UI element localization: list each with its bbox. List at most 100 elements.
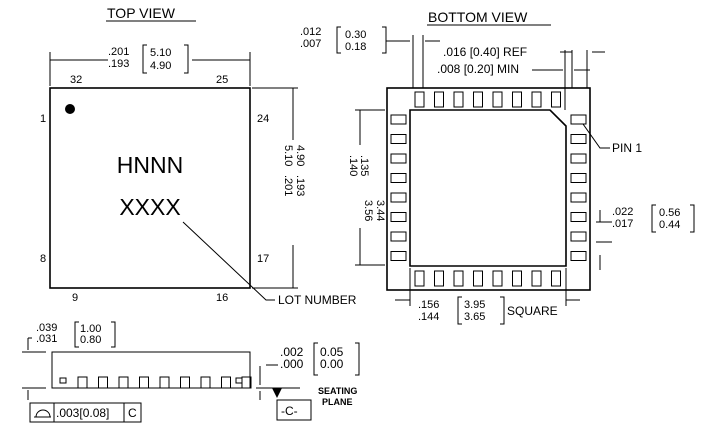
dim-text: .000: [280, 357, 304, 371]
dim-text: 3.56: [362, 200, 374, 221]
pin1-dot: [65, 104, 75, 114]
dim-text: .007: [300, 38, 321, 50]
dim-text: .156: [418, 299, 439, 311]
pad: [59, 377, 67, 384]
pad: [570, 114, 587, 125]
bottom-view-title: BOTTOM VIEW: [428, 9, 528, 25]
pad: [390, 134, 407, 144]
tolerance-value: .003[0.08]: [56, 406, 109, 420]
pad: [414, 91, 425, 108]
dim-text: 0.80: [80, 334, 101, 346]
pad: [570, 153, 587, 164]
pad: [159, 376, 170, 389]
dim-text: 4.90: [150, 60, 171, 72]
dim-text: .193: [108, 58, 129, 70]
top-view-title: TOP VIEW: [107, 5, 176, 21]
pad: [390, 192, 407, 203]
tolerance-frame: [29, 402, 142, 423]
dim-text: 4.90: [294, 145, 306, 166]
dim-text: .193: [294, 175, 306, 196]
dim-text: .022: [612, 206, 633, 218]
dim-text: 0.30: [345, 29, 366, 41]
dim-text: 1.00: [80, 323, 101, 335]
marking-line2: XXXX: [119, 194, 180, 220]
dim-text: 3.95: [464, 299, 485, 311]
dim-text: 0.00: [320, 357, 344, 371]
pad: [570, 192, 587, 203]
pad: [221, 376, 231, 389]
pad: [390, 153, 407, 164]
dim-text: .039: [36, 322, 57, 334]
pin-label: 17: [257, 253, 269, 265]
pad: [551, 270, 561, 287]
pad: [390, 173, 407, 183]
dim-text: .012: [300, 26, 321, 38]
seating-plane-label: SEATING: [318, 386, 357, 396]
marking-line1: HNNN: [117, 152, 183, 178]
pin-label: 1: [40, 113, 46, 125]
dim-text: 0.05: [320, 345, 344, 359]
pad: [492, 270, 503, 287]
pad: [492, 91, 503, 108]
pad: [570, 134, 587, 144]
seating-plane-label: PLANE: [322, 397, 353, 407]
pad: [531, 270, 542, 287]
pad: [180, 376, 190, 389]
pad: [118, 376, 129, 389]
dim-text: .140: [347, 155, 359, 176]
bottom-view: BOTTOM VIEW .012 .007 0.30 0.18 .016 [0.…: [300, 9, 695, 325]
pad: [570, 212, 587, 222]
pin-label: 16: [216, 292, 228, 304]
pad: [473, 270, 483, 287]
pad: [434, 91, 444, 108]
pin-label: 25: [216, 74, 228, 86]
dim-text: 5.10: [150, 47, 171, 59]
pad: [235, 377, 243, 384]
pad: [512, 270, 522, 287]
pin-label: 32: [70, 74, 82, 86]
dim-text: .008 [0.20] MIN: [437, 62, 519, 76]
pad: [77, 376, 88, 389]
pad: [390, 231, 407, 242]
pad: [570, 173, 587, 183]
pad: [200, 376, 211, 389]
lot-number-label: LOT NUMBER: [278, 293, 357, 307]
dim-text: 0.44: [659, 219, 680, 231]
dim-text: .201: [108, 46, 129, 58]
pad: [98, 376, 108, 389]
dim-text: 5.10: [282, 145, 294, 166]
pad: [390, 212, 407, 222]
tolerance-datum: C: [128, 406, 137, 420]
dim-text: .016 [0.40] REF: [443, 45, 527, 59]
pad: [453, 270, 464, 287]
dim-text: SQUARE: [507, 304, 558, 318]
dim-text: .002: [280, 345, 304, 359]
pad: [139, 376, 149, 389]
pin-label: 24: [257, 113, 269, 125]
pin1-label: PIN 1: [612, 141, 642, 155]
pad: [570, 251, 587, 261]
pad: [390, 251, 407, 261]
side-view: .039 .031 1.00 0.80 .002 .000 0.05 0.00 …: [22, 321, 360, 423]
top-view: TOP VIEW 32 25 1 24 8 17 9 16 HNNN XXXX …: [40, 5, 357, 307]
dim-text: .031: [36, 333, 57, 345]
dim-text: .144: [418, 311, 439, 323]
dim-text: 0.56: [659, 207, 680, 219]
pad: [531, 91, 542, 108]
pad: [453, 91, 464, 108]
dim-text: 3.44: [374, 200, 386, 221]
dim-text: 3.65: [464, 311, 485, 323]
dim-text: .135: [358, 155, 370, 176]
pad: [414, 270, 425, 287]
pad: [512, 91, 522, 108]
pad: [551, 91, 561, 108]
dim-text: .201: [282, 175, 294, 196]
pad: [570, 231, 587, 242]
pad: [473, 91, 483, 108]
datum-label: -C-: [281, 404, 298, 418]
pin-label: 8: [40, 253, 46, 265]
dim-text: 0.18: [345, 41, 366, 53]
dim-text: .017: [612, 218, 633, 230]
pin-label: 9: [72, 292, 78, 304]
